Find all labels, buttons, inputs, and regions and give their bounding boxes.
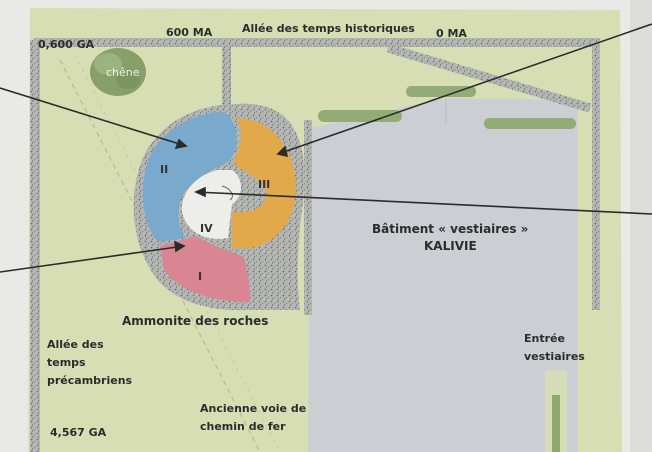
label-precambrian-line1: Allée des [47,338,104,351]
label-precambrian-line3: précambriens [47,374,133,387]
label-entree-line1: Entrée [524,332,565,345]
path-right [592,40,600,310]
paper-right-strip [630,0,652,452]
path-historical [34,38,600,47]
label-railway-line1: Ancienne voie de [200,402,307,415]
label-ga-top: 0,600 GA [38,38,95,51]
label-precambrian-line2: temps [47,356,86,369]
hedge [484,118,576,129]
section-numeral-i: I [198,270,203,283]
label-0-ma: 0 MA [436,27,467,40]
label-allee-historiques: Allée des temps historiques [242,22,415,35]
label-ammonite: Ammonite des roches [122,314,269,328]
label-railway-line2: chemin de fer [200,420,286,433]
path-precambrian [30,40,40,452]
label-kalivie: KALIVIE [424,239,477,253]
building-vestiaires [308,98,578,452]
section-numeral-iv: IV [200,222,213,235]
hedge [406,86,476,97]
section-i [160,236,250,302]
label-600-ma: 600 MA [166,26,213,39]
path-diagonal [386,43,592,113]
path-vertical-mid [222,44,231,124]
arrows [0,23,652,273]
label-ga-bottom: 4,567 GA [50,426,107,439]
section-iii [232,118,296,248]
section-numeral-ii: II [160,163,169,176]
label-entree-line2: vestiaires [524,350,585,363]
section-ii [142,112,237,242]
label-chene: chêne [106,66,140,79]
label-batiment: Bâtiment « vestiaires » [372,222,529,236]
section-numeral-iii: III [258,178,271,191]
